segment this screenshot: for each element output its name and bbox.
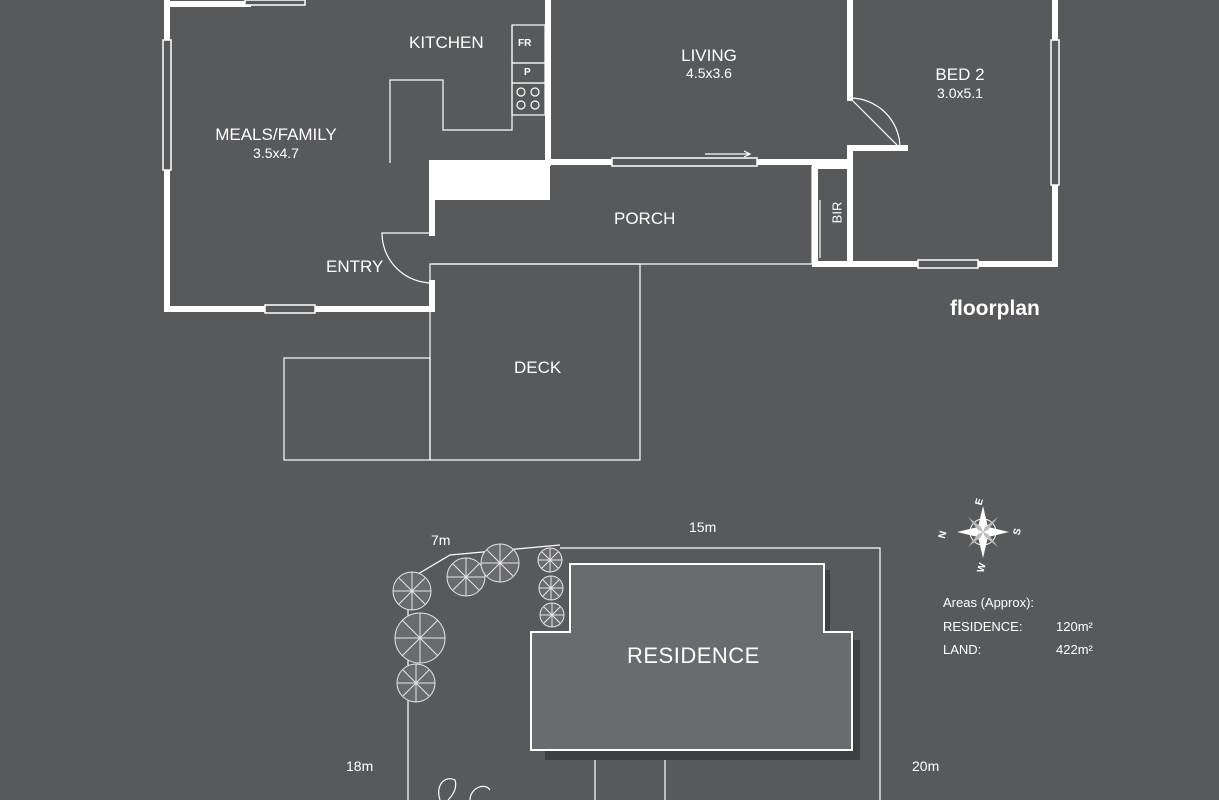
living-size: 4.5x3.6 xyxy=(686,65,732,81)
trees xyxy=(392,543,565,703)
residence-label: RESIDENCE xyxy=(627,643,760,668)
dimension-20m: 20m xyxy=(912,758,940,774)
meals-family-label: MEALS/FAMILY xyxy=(215,125,337,144)
areas-residence-label: RESIDENCE: xyxy=(943,619,1023,634)
bed2-label: BED 2 xyxy=(935,65,985,84)
areas-land-label: LAND: xyxy=(943,642,982,657)
floorplan-title: floorplan xyxy=(950,297,1040,320)
compass-icon xyxy=(957,506,1009,558)
bed2-size: 3.0x5.1 xyxy=(937,85,983,101)
porch-label: PORCH xyxy=(614,209,676,228)
living-label: LIVING xyxy=(681,46,737,65)
areas-land-value: 422m² xyxy=(1056,642,1093,657)
plant xyxy=(438,778,491,800)
stair-void xyxy=(430,162,550,200)
areas-heading: Areas (Approx): xyxy=(943,595,1035,610)
cooktop xyxy=(516,87,540,110)
dimension-18m: 18m xyxy=(346,758,374,774)
kitchen-label: KITCHEN xyxy=(409,33,484,52)
residence-footprint xyxy=(530,563,853,751)
entry-label: ENTRY xyxy=(326,257,384,276)
pantry-label: P xyxy=(524,67,531,78)
areas-residence-value: 120m² xyxy=(1056,619,1093,634)
interior-lines xyxy=(283,0,821,461)
doors xyxy=(381,97,901,284)
meals-family-size: 3.5x4.7 xyxy=(253,145,299,161)
fridge-label: FR xyxy=(518,38,532,49)
windows xyxy=(162,0,1060,314)
bir-label: BIR xyxy=(829,201,845,224)
deck-label: DECK xyxy=(514,358,562,377)
dimension-15m: 15m xyxy=(689,519,717,535)
dimension-7m: 7m xyxy=(431,532,451,548)
